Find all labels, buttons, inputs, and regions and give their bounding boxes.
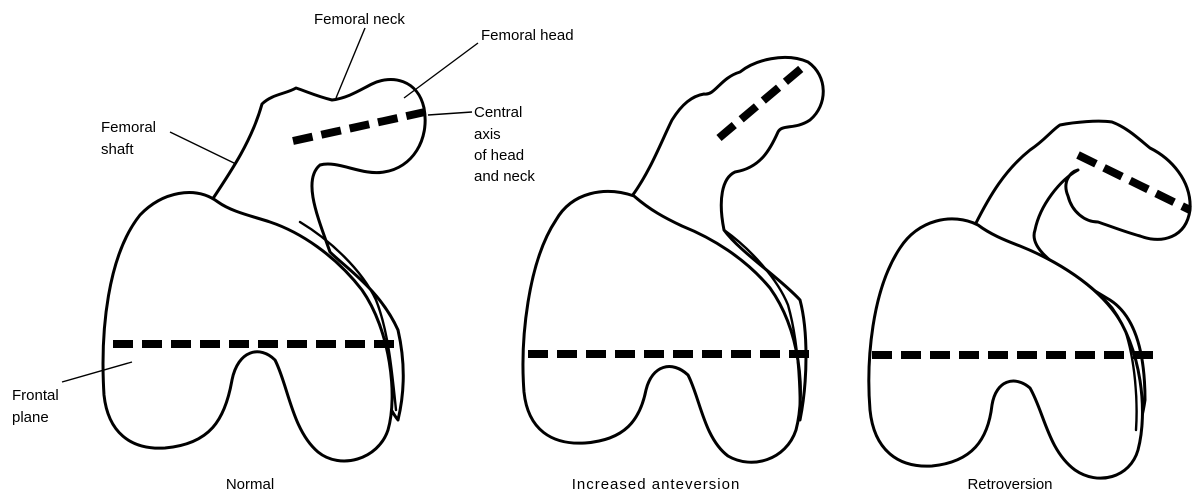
label-femoral-shaft-line1: Femoral — [101, 119, 156, 136]
femur-retroversion — [869, 121, 1190, 478]
leader-central-axis — [428, 112, 472, 115]
label-femoral-neck: Femoral neck — [314, 11, 405, 28]
leader-femoral-neck — [336, 28, 365, 98]
label-central-axis-line1: Central — [474, 104, 522, 121]
label-frontal-plane-line2: plane — [12, 409, 49, 426]
femur-anteversion — [523, 57, 823, 462]
femur-anteversion-condyles — [523, 191, 800, 462]
label-central-axis-line4: and neck — [474, 168, 535, 185]
label-central-axis-line3: of head — [474, 147, 524, 164]
label-frontal-plane-line1: Frontal — [12, 387, 59, 404]
label-femoral-head: Femoral head — [481, 27, 574, 44]
label-femoral-shaft-line2: shaft — [101, 141, 134, 158]
leader-femoral-shaft — [170, 132, 236, 164]
caption-anteversion: Increased anteversion — [572, 476, 741, 493]
femur-retroversion-condyles — [869, 219, 1143, 478]
label-central-axis-line2: axis — [474, 126, 501, 143]
leader-femoral-head — [404, 43, 478, 98]
femur-normal-condyles — [103, 193, 392, 461]
femur-normal — [103, 79, 425, 460]
caption-retroversion: Retroversion — [967, 476, 1052, 493]
caption-normal: Normal — [226, 476, 274, 493]
